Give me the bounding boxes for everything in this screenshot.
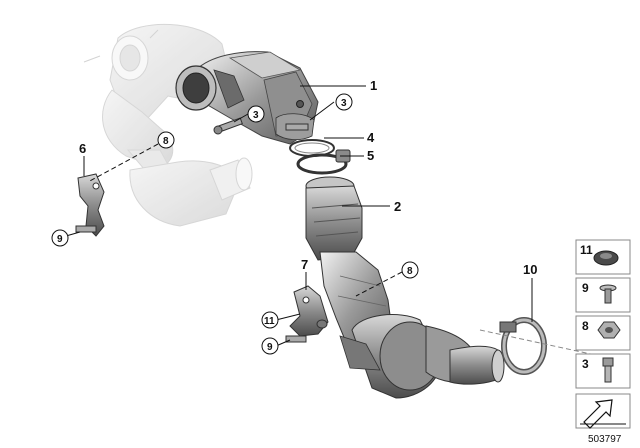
svg-text:3: 3 bbox=[341, 98, 347, 109]
leader-lines bbox=[65, 85, 601, 357]
bolt-icon bbox=[602, 357, 614, 383]
svg-text:11: 11 bbox=[264, 316, 275, 327]
callout-4: 4 bbox=[367, 130, 375, 145]
callout-10: 10 bbox=[523, 262, 537, 277]
legend-label-3: 3 bbox=[582, 357, 589, 371]
circled-callout-9-mid: 9 bbox=[261, 337, 279, 355]
legend-box-3 bbox=[575, 353, 631, 389]
legend-box-9 bbox=[575, 277, 631, 313]
hex-nut-icon bbox=[597, 321, 621, 339]
screw-icon bbox=[599, 284, 617, 304]
ghost-assembly bbox=[83, 23, 253, 227]
gasket-ring bbox=[289, 139, 335, 157]
direction-arrow-icon bbox=[580, 399, 626, 429]
callout-7: 7 bbox=[301, 257, 308, 272]
screw-part9-mid bbox=[285, 335, 307, 343]
circled-callout-11: 11 bbox=[261, 311, 279, 329]
front-pipe bbox=[305, 176, 505, 399]
bracket-left bbox=[77, 173, 105, 237]
bolt-part3 bbox=[213, 117, 243, 135]
pipe-clamp bbox=[296, 149, 351, 175]
legend-box-8 bbox=[575, 315, 631, 351]
legend-label-11: 11 bbox=[580, 243, 593, 257]
circled-callout-8-mid: 8 bbox=[401, 261, 419, 279]
legend-panel: 11 9 8 3 bbox=[575, 239, 631, 429]
screw-part9-left bbox=[75, 225, 97, 233]
reference-number: 503797 bbox=[588, 434, 622, 445]
svg-text:8: 8 bbox=[407, 266, 413, 277]
callout-2: 2 bbox=[394, 199, 401, 214]
callout-5: 5 bbox=[367, 148, 374, 163]
svg-text:8: 8 bbox=[163, 136, 169, 147]
circled-callout-3-right: 3 bbox=[335, 93, 353, 111]
legend-label-8: 8 bbox=[582, 319, 589, 333]
circled-callout-3-upper: 3 bbox=[247, 105, 265, 123]
svg-text:3: 3 bbox=[253, 110, 259, 121]
legend-label-9: 9 bbox=[582, 281, 589, 295]
svg-text:9: 9 bbox=[57, 234, 63, 245]
circled-callout-8-left: 8 bbox=[157, 131, 175, 149]
bolt-part3-lower bbox=[285, 123, 309, 131]
callout-1: 1 bbox=[370, 78, 377, 93]
callout-6: 6 bbox=[79, 141, 86, 156]
band-clamp bbox=[499, 317, 547, 375]
circled-callout-9-left: 9 bbox=[51, 229, 69, 247]
catalytic-converter bbox=[175, 51, 319, 145]
svg-text:9: 9 bbox=[267, 342, 273, 353]
bracket-middle bbox=[289, 285, 329, 337]
